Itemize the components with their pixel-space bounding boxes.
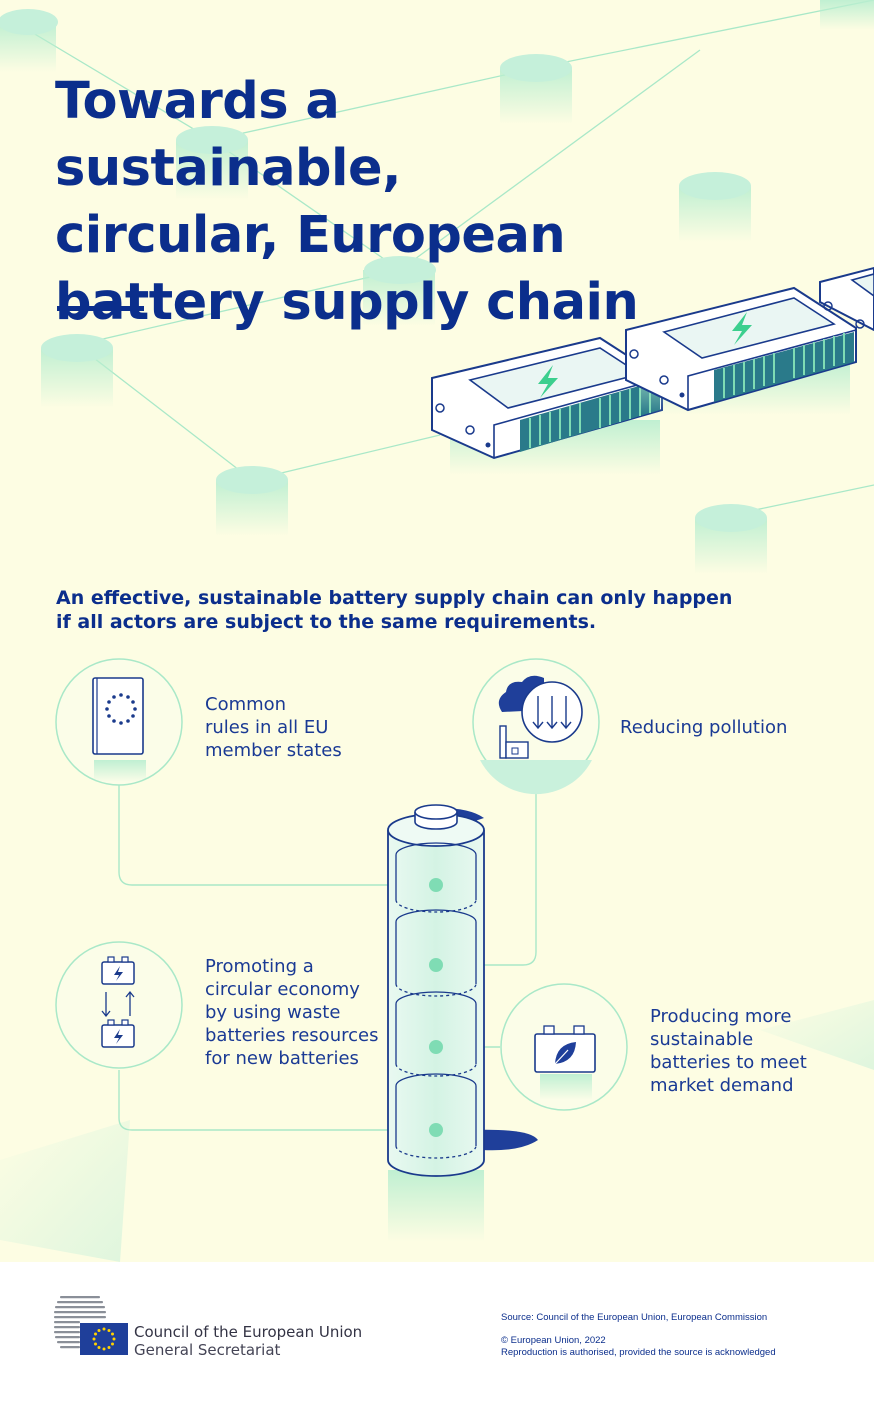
benefit-line: for new batteries [205, 1048, 359, 1069]
pollution-reduction-icon [472, 658, 600, 795]
battery-module-2 [625, 286, 857, 415]
copyright-text: © European Union, 2022 [501, 1335, 606, 1346]
intro-line-1: An effective, sustainable battery supply… [56, 587, 733, 609]
lightning-bolt-icon [732, 312, 752, 345]
org-name: Council of the European Union [134, 1323, 363, 1341]
footer: Council of the European Union General Se… [0, 1262, 874, 1412]
background-illustration [0, 0, 874, 1262]
benefit-line: batteries to meet [650, 1052, 807, 1073]
eu-rulebook-icon [55, 658, 183, 786]
leaf-battery-icon [500, 983, 628, 1111]
reproduction-text: Reproduction is authorised, provided the… [501, 1347, 776, 1358]
benefit-line: batteries resources [205, 1025, 379, 1046]
title-underline [57, 306, 144, 311]
network-nodes [0, 0, 874, 574]
benefit-line: circular economy [205, 979, 360, 1000]
page-title: Towards a sustainable, circular, Europea… [55, 68, 695, 336]
org-sub: General Secretariat [134, 1341, 281, 1359]
organisation-name: Council of the European Union General Se… [134, 1323, 362, 1360]
intro-line-2: if all actors are subject to the same re… [56, 611, 597, 633]
benefit-line: Reducing pollution [620, 717, 788, 738]
benefit-line: Promoting a [205, 956, 314, 977]
circular-battery-icon [55, 941, 183, 1069]
benefit-line: Producing more [650, 1006, 792, 1027]
source-text: Source: Council of the European Union, E… [501, 1312, 768, 1323]
title-line-1: Towards a sustainable, [55, 72, 401, 198]
benefit-line: sustainable [650, 1029, 754, 1050]
benefit-line: Common [205, 694, 287, 715]
battery-module-3 [819, 266, 874, 332]
benefit-common-rules: Common rules in all EU member states [205, 693, 405, 762]
benefit-line: by using waste [205, 1002, 341, 1023]
intro-text: An effective, sustainable battery supply… [56, 586, 756, 634]
lightning-bolt-icon [538, 365, 558, 398]
credits: Source: Council of the European Union, E… [501, 1312, 841, 1359]
battery-module-1 [431, 336, 663, 475]
benefit-circular-economy: Promoting a circular economy by using wa… [205, 955, 415, 1070]
council-logo-icon [54, 1296, 128, 1355]
benefit-reducing-pollution: Reducing pollution [620, 716, 840, 739]
benefit-line: member states [205, 740, 342, 761]
benefit-line: market demand [650, 1075, 794, 1096]
benefit-sustainable-batteries: Producing more sustainable batteries to … [650, 1005, 860, 1097]
benefit-line: rules in all EU [205, 717, 329, 738]
title-line-2: circular, European [55, 206, 566, 265]
title-line-3: battery supply chain [55, 273, 639, 332]
cylinder-battery [387, 804, 538, 1242]
